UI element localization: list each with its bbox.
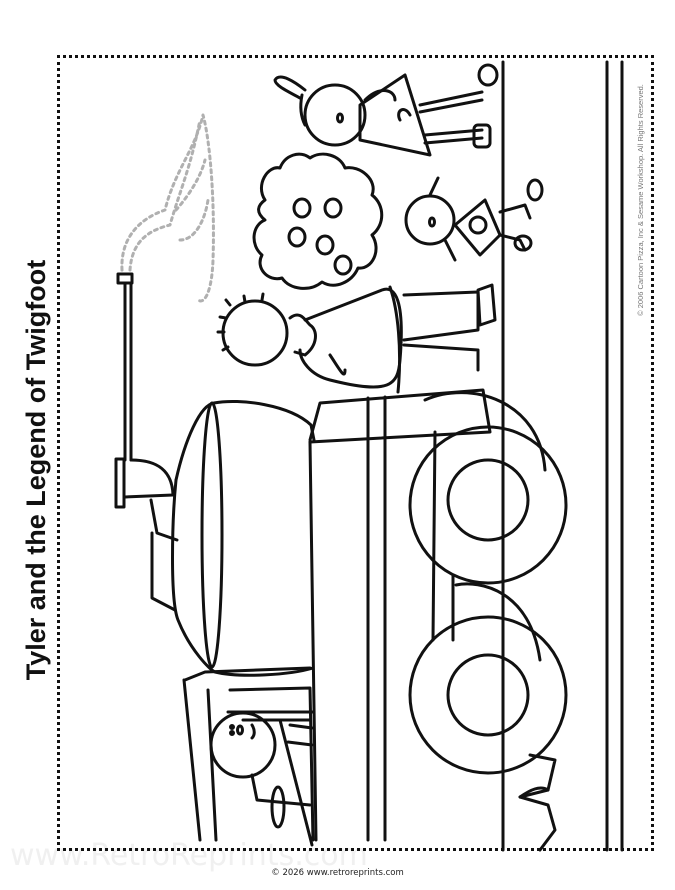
exhaust-stack-icon: [114, 272, 175, 509]
small-child-icon: [404, 176, 544, 262]
dotted-frame: [57, 55, 654, 851]
driver-icon: [209, 711, 314, 829]
fruit-tree-icon: [252, 152, 384, 290]
boy-icon: [216, 283, 497, 394]
tractor-icon: [149, 388, 568, 852]
girl-icon: [273, 63, 499, 157]
watermark: www.RetroReprints.com: [10, 838, 368, 873]
road-lines-icon: [501, 60, 624, 852]
footer-copyright: © 2026 www.retroreprints.com: [271, 868, 404, 878]
exhaust-smoke-icon: [120, 113, 215, 303]
